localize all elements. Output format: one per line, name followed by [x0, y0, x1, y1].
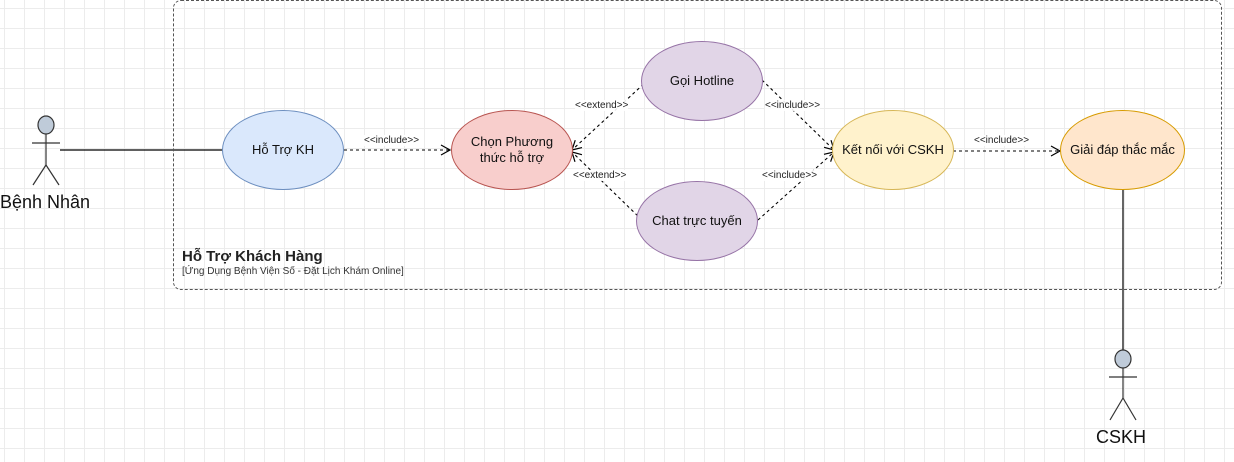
- system-title: Hỗ Trợ Khách Hàng: [182, 248, 323, 265]
- extend-arrow-chat-chon: [571, 151, 643, 221]
- extend-label-chat: <<extend>>: [573, 170, 627, 181]
- usecase-chat-truc-tuyen[interactable]: Chat trực tuyến: [636, 181, 758, 261]
- system-boundary: [173, 0, 1222, 290]
- usecase-chon-phuong-thuc[interactable]: Chọn Phương thức hỗ trợ: [451, 110, 573, 190]
- extend-label-hotline: <<extend>>: [575, 100, 629, 111]
- usecase-ho-tro-kh[interactable]: Hỗ Trợ KH: [222, 110, 344, 190]
- include-label-hotro-chon: <<include>>: [364, 135, 420, 146]
- usecase-ket-noi-cskh[interactable]: Kết nối với CSKH: [832, 110, 954, 190]
- usecase-goi-hotline[interactable]: Gọi Hotline: [641, 41, 763, 121]
- patient-actor-figure[interactable]: [32, 115, 60, 186]
- include-label-chat: <<include>>: [762, 170, 818, 181]
- usecase-giai-dap[interactable]: Giải đáp thắc mắc: [1060, 110, 1185, 190]
- include-label-hotline: <<include>>: [765, 100, 821, 111]
- include-label-giaidap: <<include>>: [974, 135, 1030, 146]
- include-arrow-hotline-ketnoi: [761, 79, 835, 151]
- include-arrow-chat-ketnoi: [757, 151, 835, 221]
- patient-actor-label: Bệnh Nhân: [0, 192, 91, 212]
- extend-arrow-hotline-chon: [571, 79, 649, 151]
- cskh-actor-label: CSKH: [1096, 427, 1147, 447]
- system-subtitle: [Ứng Dụng Bệnh Viện Số - Đặt Lịch Khám O…: [182, 266, 404, 277]
- cskh-actor-figure[interactable]: [1109, 349, 1137, 421]
